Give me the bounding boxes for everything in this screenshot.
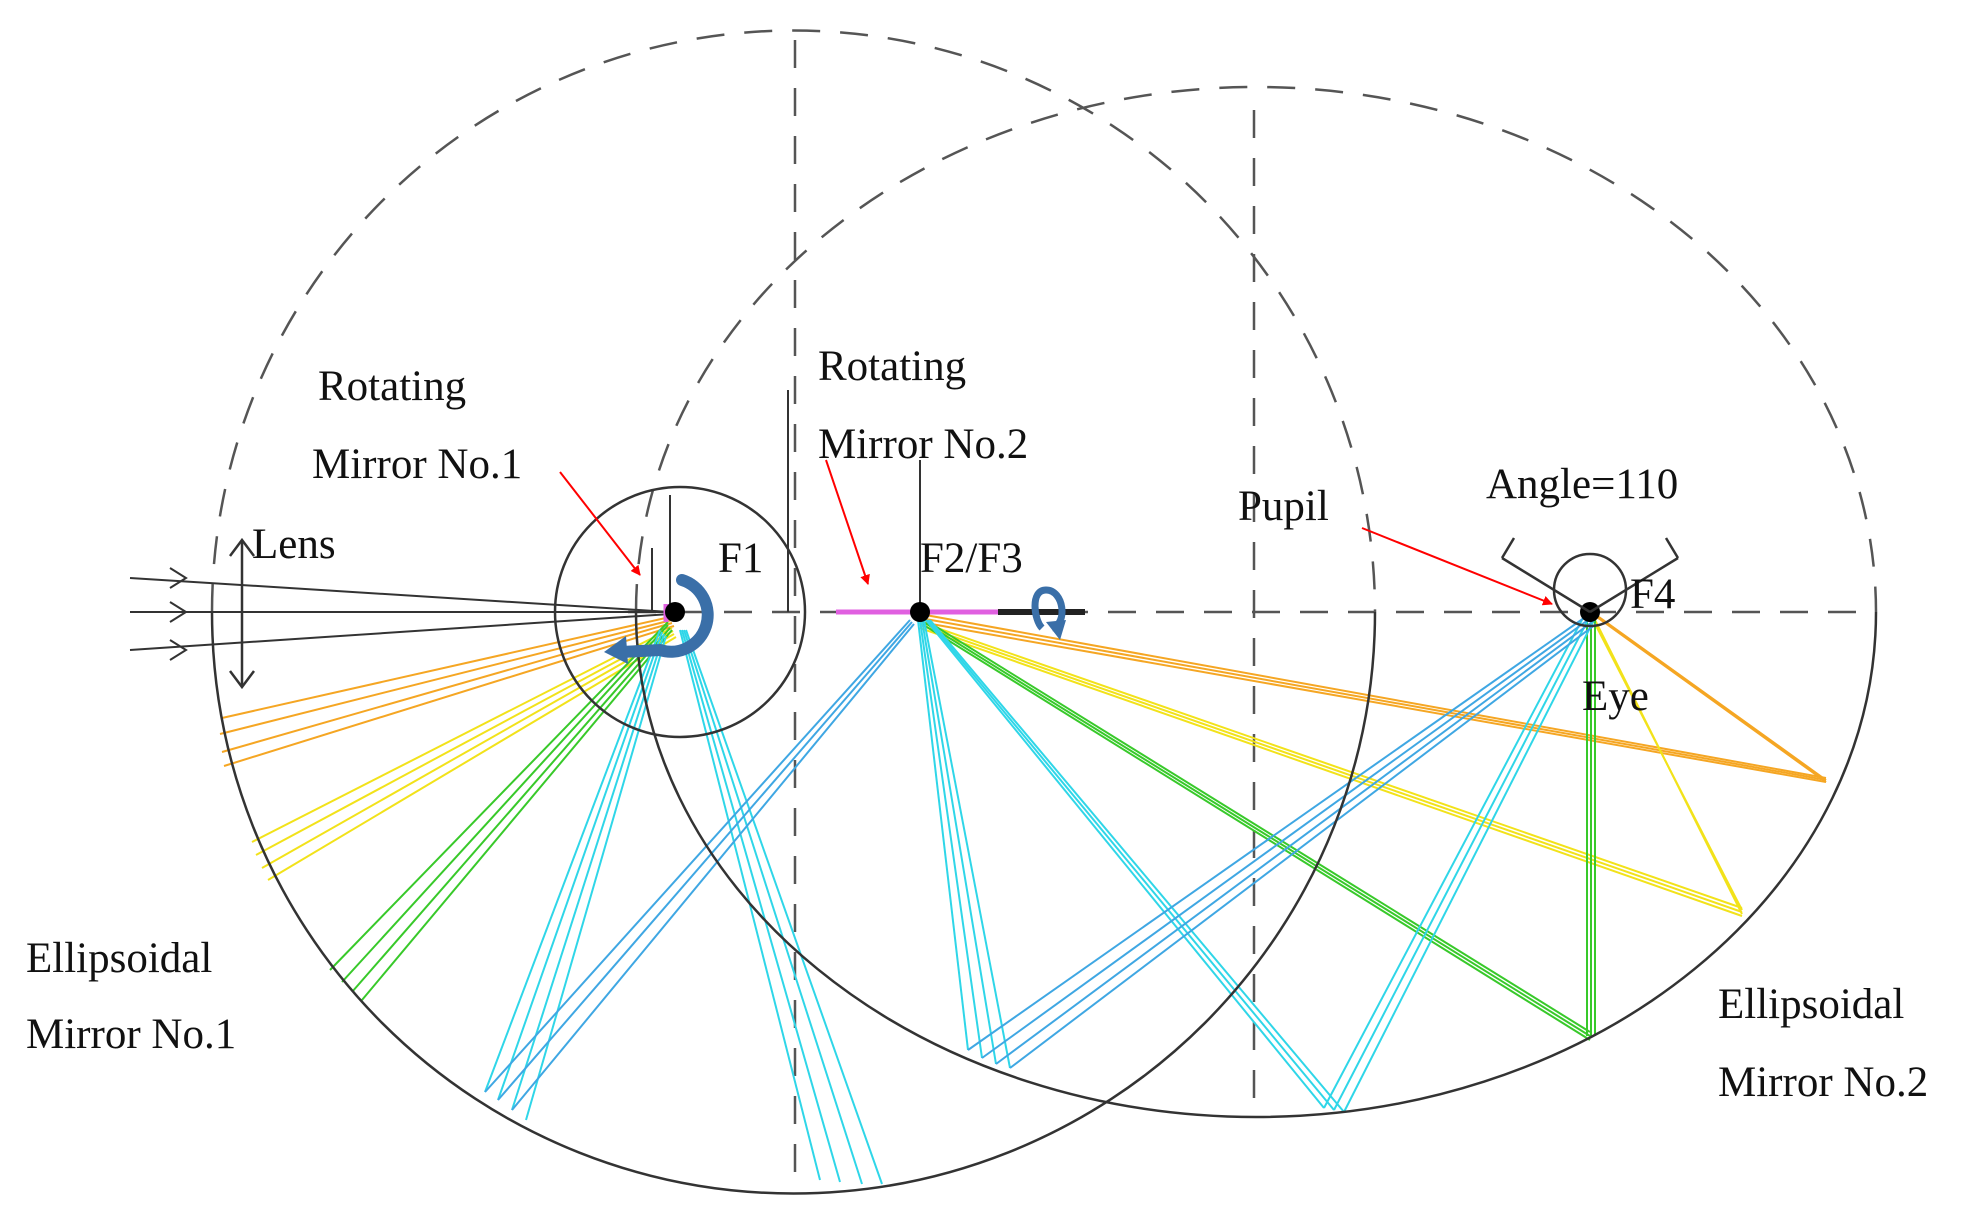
ellipsoidal-mirrors — [210, 611, 1878, 1195]
label-ellipsoidal-mirror-2-line1: Ellipsoidal — [1718, 981, 1904, 1028]
rays-green — [329, 616, 1596, 1041]
label-rotating-mirror-1-line2: Mirror No.1 — [312, 441, 522, 488]
label-eye: Eye — [1582, 673, 1649, 720]
construction-lines — [210, 29, 1878, 1185]
label-ellipsoidal-mirror-2-line2: Mirror No.2 — [1718, 1059, 1928, 1106]
rotating-mirror-1-circle — [553, 485, 807, 739]
rays-yellow — [251, 613, 1743, 917]
rotation-arrow-icon-2 — [1031, 586, 1066, 632]
ellipsoidal-mirror-1-curve — [210, 611, 1377, 1195]
label-lens: Lens — [252, 521, 336, 568]
angle-indicator — [1500, 537, 1680, 614]
rotation-arrow-head-icon-2 — [1046, 620, 1066, 640]
rotation-arrow-icon-1 — [616, 574, 714, 658]
rotation-arrow-head-icon-1 — [604, 636, 628, 664]
lens-symbol — [229, 537, 255, 690]
label-rotating-mirror-1-line1: Rotating — [318, 363, 466, 410]
normal-lines — [651, 390, 921, 612]
arrow-rotating-mirror-2 — [825, 459, 870, 585]
label-pupil: Pupil — [1238, 483, 1329, 530]
pointer-arrows — [559, 459, 1553, 606]
rays-orange — [219, 611, 1827, 783]
incoming-rays — [129, 567, 671, 661]
rays-blue — [484, 617, 1597, 1111]
label-angle: Angle=110 — [1486, 461, 1678, 508]
label-ellipsoidal-mirror-1-line1: Ellipsoidal — [26, 935, 212, 982]
arrow-rotating-mirror-1 — [559, 471, 641, 576]
labels: Rotating Mirror No.1 Rotating Mirror No.… — [26, 343, 1928, 1106]
focal-point-f2f3 — [910, 602, 930, 622]
label-rotating-mirror-2-line2: Mirror No.2 — [818, 421, 1028, 468]
arrow-pupil — [1361, 527, 1553, 606]
label-rotating-mirror-2-line1: Rotating — [818, 343, 966, 390]
ellipsoidal-mirror-2-curve — [634, 611, 1878, 1119]
dashed-circle-1 — [210, 29, 1377, 613]
label-f2f3: F2/F3 — [920, 535, 1023, 582]
rays-cyan — [484, 615, 1597, 1185]
label-ellipsoidal-mirror-1-line2: Mirror No.1 — [26, 1011, 236, 1058]
focal-point-f1 — [665, 602, 685, 622]
dashed-circle-2 — [634, 85, 1878, 613]
label-f4: F4 — [1630, 571, 1675, 618]
label-f1: F1 — [718, 535, 763, 582]
